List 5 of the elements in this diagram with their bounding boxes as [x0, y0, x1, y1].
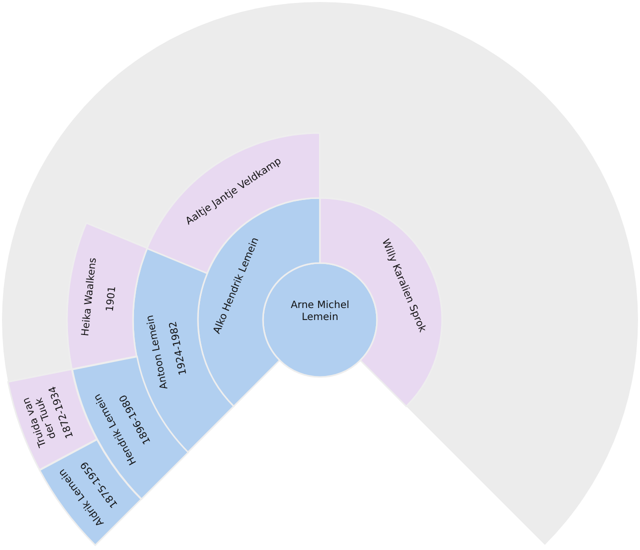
life-years: 1901 [104, 285, 120, 315]
person-name: Arne Michel Lemein [290, 300, 350, 324]
person-name: Antoon Lemein [143, 313, 170, 392]
life-years: 1924-1982 [168, 319, 190, 378]
person-name: Heika Waalkens [79, 256, 100, 340]
